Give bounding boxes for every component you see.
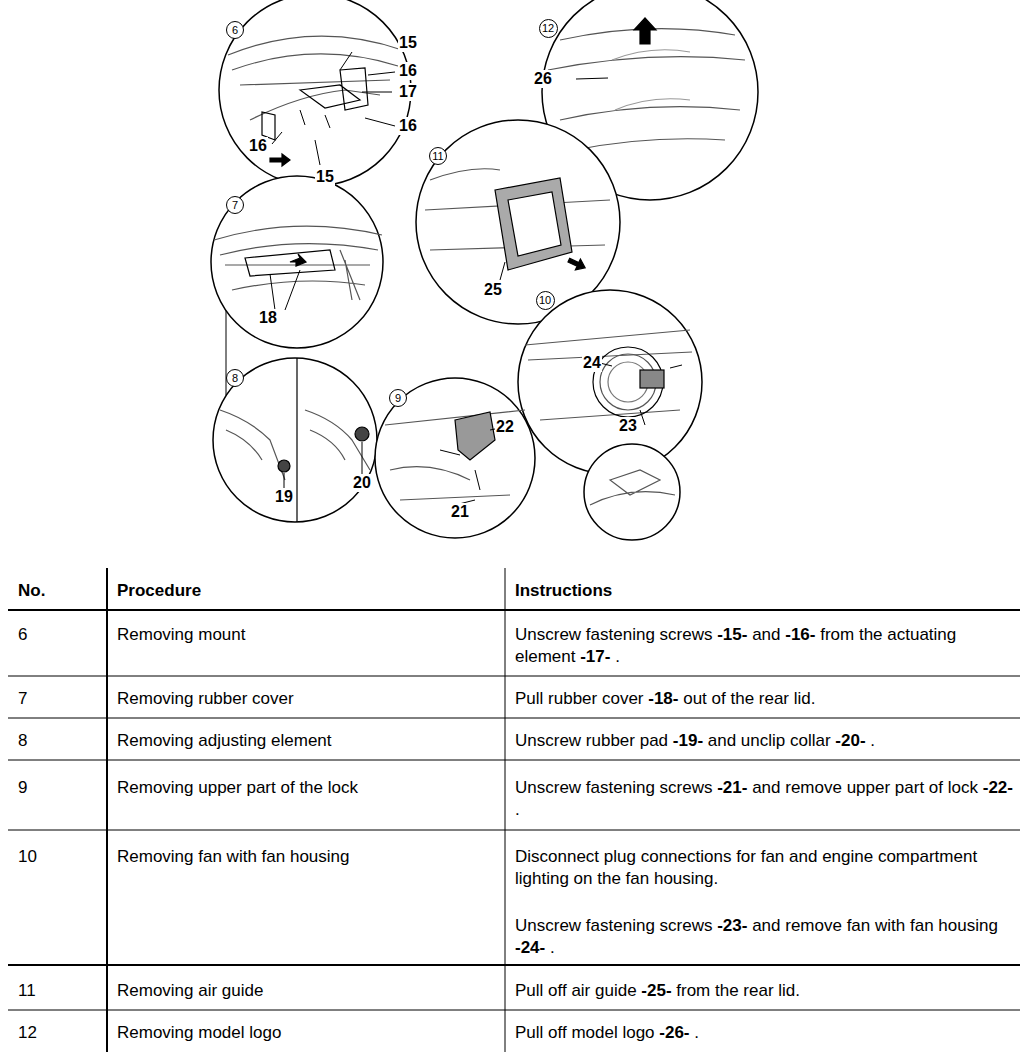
table-cell: Unscrew fastening screws -15- and -16- f… [515,624,1015,668]
table-cell: 8 [18,730,27,752]
callout-number: 15 [315,168,335,186]
part-reference: -26- [659,1023,689,1042]
detail-number-circle: 12 [539,19,558,38]
detail-number-circle: 7 [226,196,244,214]
detail-number-circle: 9 [389,389,407,407]
table-cell: 11 [18,980,36,1002]
part-reference: -25- [641,981,671,1000]
callout-number: 16 [398,62,418,80]
table-cell: Unscrew rubber pad -19- and unclip colla… [515,730,1015,752]
table-cell: Pull off air guide -25- from the rear li… [515,980,1015,1002]
part-reference: -20- [835,731,865,750]
detail-number: 12 [542,23,554,34]
detail-number-circle: 11 [429,147,447,165]
table-cell: Disconnect plug connections for fan and … [515,846,1015,890]
detail-number: 9 [395,393,401,404]
callout-number: 15 [398,34,418,52]
part-reference: -21- [717,778,747,797]
part-reference: -19- [673,731,703,750]
table-cell: Removing mount [117,624,246,646]
callout-number: 18 [258,309,278,327]
table-header: No. [18,580,45,602]
detail-number: 10 [539,295,551,306]
callout-number: 17 [398,83,418,101]
table-header: Procedure [117,580,201,602]
part-reference: -15- [717,625,747,644]
callout-number: 16 [398,117,418,135]
detail-number: 6 [232,25,238,36]
part-reference: -23- [717,916,747,935]
callout-number: 19 [274,488,294,506]
table-cell: Unscrew fastening screws -21- and remove… [515,777,1015,821]
table-cell: Unscrew fastening screws -23- and remove… [515,915,1015,959]
detail-number-circle: 6 [226,21,244,39]
part-reference: -17- [580,647,610,666]
table-cell: Removing upper part of the lock [117,777,358,799]
table-cell: Removing adjusting element [117,730,332,752]
detail-number: 7 [232,200,238,211]
table-cell: Removing rubber cover [117,688,294,710]
table-cell: 10 [18,846,37,868]
table-cell: 9 [18,777,27,799]
callout-number: 24 [582,354,602,372]
table-cell: Pull rubber cover -18- out of the rear l… [515,688,1015,710]
detail-number-circle: 8 [226,369,244,387]
table-cell: Removing fan with fan housing [117,846,349,868]
detail-sketches [211,0,758,540]
callout-number: 21 [450,503,470,521]
part-reference: -24- [515,938,545,957]
callout-number: 26 [533,70,553,88]
part-reference: -16- [785,625,815,644]
part-reference: -22- [983,778,1013,797]
callout-number: 23 [618,417,638,435]
detail-number-circle: 10 [536,291,555,310]
table-header: Instructions [515,580,612,602]
detail-number: 8 [232,373,238,384]
table-cell: 6 [18,624,27,646]
part-reference: -18- [648,689,678,708]
callout-number: 22 [495,418,515,436]
table-cell: Removing air guide [117,980,263,1002]
callout-number: 16 [248,137,268,155]
table-cell: 7 [18,688,27,710]
table-rules [8,568,1020,1052]
table-cell: 12 [18,1022,37,1044]
table-cell: Pull off model logo -26- . [515,1022,1015,1044]
detail-number: 11 [432,151,443,162]
callout-number: 25 [483,281,503,299]
callout-number: 20 [352,474,372,492]
table-cell: Removing model logo [117,1022,281,1044]
